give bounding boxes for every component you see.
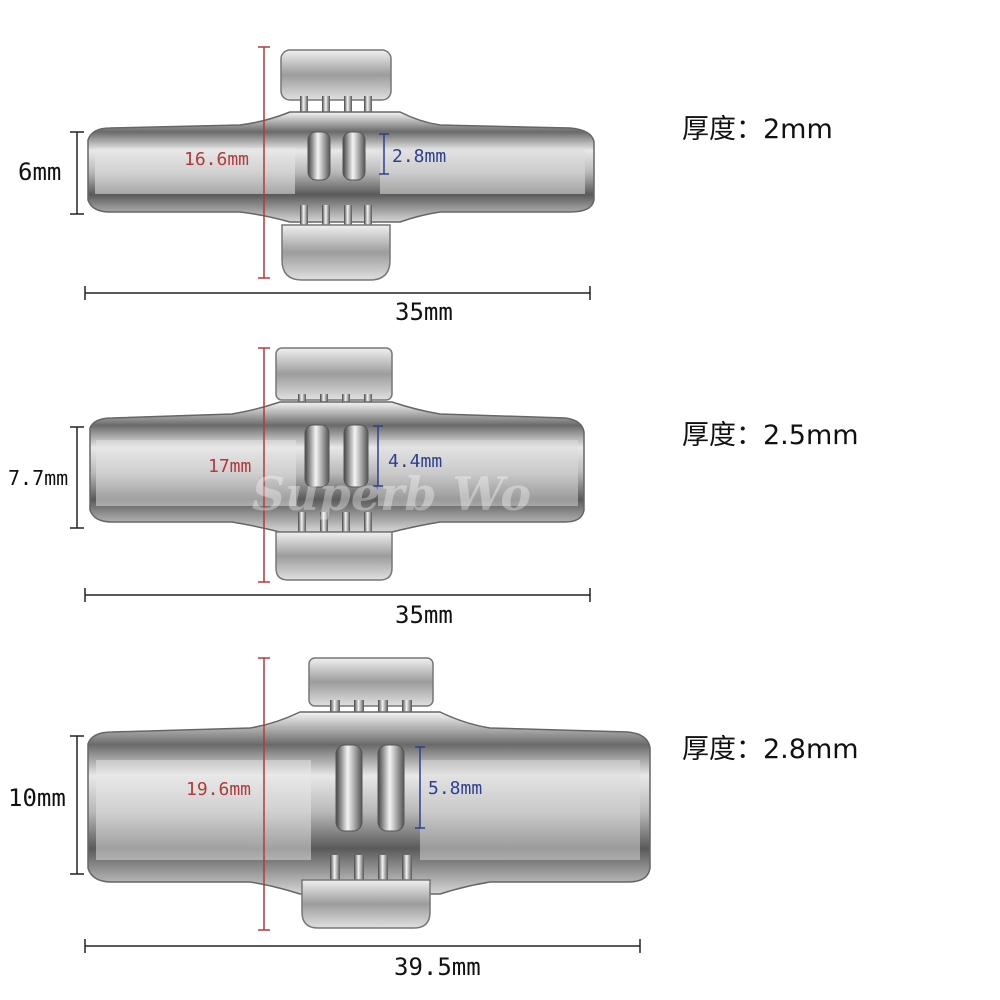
- length-label-2: 17mm: [208, 456, 251, 477]
- width-label-2: 35mm: [395, 601, 453, 629]
- thickness-label-2: 厚度：2.5mm: [682, 420, 859, 451]
- pin-label-1: 2.8mm: [392, 146, 446, 167]
- thickness-label-3: 厚度：2.8mm: [682, 734, 859, 765]
- clasp-3: [87, 657, 651, 929]
- watermark: Superb Wo: [252, 467, 531, 521]
- pin-label-2: 4.4mm: [388, 451, 442, 472]
- dimension-lines-3: [70, 657, 641, 953]
- clasp-2: [89, 347, 585, 581]
- height-label-1: 6mm: [18, 158, 61, 186]
- height-label-3: 10mm: [8, 784, 66, 812]
- thickness-label-1: 厚度：2mm: [682, 114, 833, 145]
- pin-label-3: 5.8mm: [428, 778, 482, 799]
- clasp-1: [87, 49, 595, 281]
- length-label-3: 19.6mm: [186, 779, 251, 800]
- width-label-3: 39.5mm: [394, 953, 481, 981]
- dimension-lines-1: [70, 46, 591, 300]
- width-label-1: 35mm: [395, 298, 453, 326]
- height-label-2: 7.7mm: [8, 466, 68, 490]
- dimension-lines-2: [70, 347, 591, 602]
- length-label-1: 16.6mm: [184, 149, 249, 170]
